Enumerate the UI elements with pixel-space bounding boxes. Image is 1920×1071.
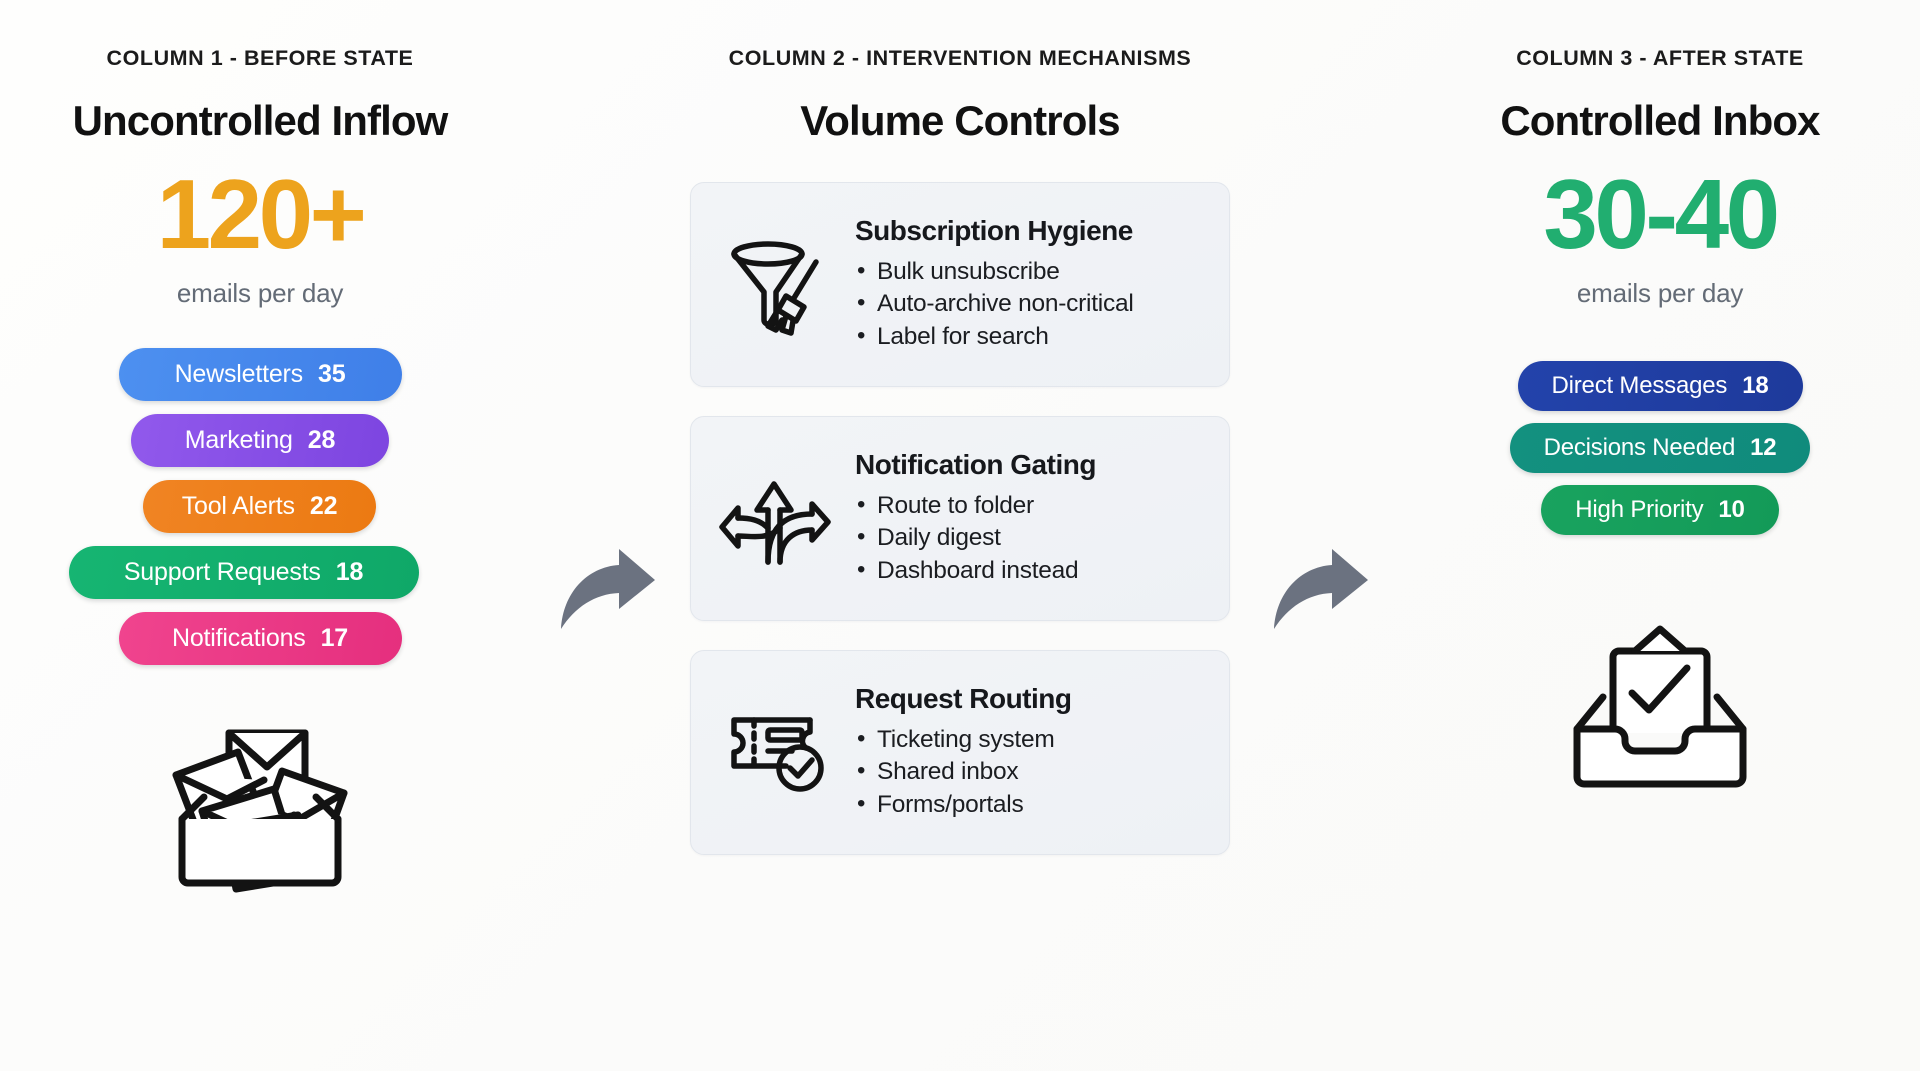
pill-label: Marketing [184, 425, 293, 454]
pill-value: 35 [317, 359, 346, 388]
card-3-bullet: Ticketing system [855, 723, 1205, 757]
pill-label: Support Requests [123, 557, 321, 586]
pill-notifications[interactable]: Notifications 17 [118, 611, 402, 665]
pill-value: 18 [1742, 371, 1769, 399]
card-3-icon-wrap [713, 708, 839, 796]
pill-support-requests[interactable]: Support Requests 18 [68, 545, 419, 599]
card-1-title: Subscription Hygiene [855, 214, 1133, 246]
card-3-bullet-list: Ticketing system Shared inbox Forms/port… [855, 723, 1205, 822]
card-3-bullet: Forms/portals [855, 788, 1205, 822]
card-2-body: Notification Gating Route to folder Dail… [855, 449, 1205, 588]
card-1-bullet: Auto-archive non-critical [855, 287, 1205, 321]
after-state-illustration [1569, 621, 1751, 791]
card-1-icon-wrap [713, 236, 839, 336]
pill-label: Newsletters [174, 359, 304, 388]
pill-tool-alerts[interactable]: Tool Alerts 22 [143, 479, 376, 533]
card-1-bullet: Bulk unsubscribe [855, 255, 1205, 289]
card-1-bullet-list: Bulk unsubscribe Auto-archive non-critic… [855, 255, 1205, 354]
card-3-body: Request Routing Ticketing system Shared … [855, 683, 1205, 822]
card-2-bullet: Route to folder [855, 489, 1205, 523]
card-2-bullet-list: Route to folder Daily digest Dashboard i… [855, 489, 1205, 588]
pill-label: Tool Alerts [181, 491, 295, 520]
pill-newsletters[interactable]: Newsletters 35 [118, 347, 402, 401]
funnel-broom-icon [731, 241, 819, 336]
pill-decisions-needed[interactable]: Decisions Needed 12 [1510, 422, 1810, 473]
column-2-kicker: COLUMN 2 - INTERVENTION MECHANISMS [728, 46, 1192, 70]
card-request-routing[interactable]: Request Routing Ticketing system Shared … [690, 649, 1230, 855]
card-subscription-hygiene[interactable]: Subscription Hygiene Bulk unsubscribe Au… [690, 181, 1230, 387]
column-3-stat-value: 30-40 [1543, 158, 1780, 269]
card-1-bullet: Label for search [855, 320, 1205, 354]
pill-value: 12 [1750, 433, 1777, 461]
pill-label: Direct Messages [1551, 371, 1728, 399]
ticket-check-icon [731, 717, 824, 792]
mechanism-card-list: Subscription Hygiene Bulk unsubscribe Au… [690, 181, 1230, 855]
column-2-title: Volume Controls [800, 96, 1120, 144]
pill-value: 28 [307, 425, 336, 454]
card-2-icon-wrap [713, 470, 839, 566]
tidy-inbox-check-icon [1573, 625, 1747, 788]
column-1-stat-value: 120+ [156, 158, 367, 269]
pill-high-priority[interactable]: High Priority 10 [1541, 484, 1779, 535]
column-1-title: Uncontrolled Inflow [72, 96, 449, 144]
pill-label: Notifications [172, 623, 306, 652]
card-3-title: Request Routing [855, 682, 1072, 714]
card-2-bullet: Dashboard instead [855, 554, 1205, 588]
column-3-stat-unit: emails per day [1576, 277, 1744, 308]
card-1-body: Subscription Hygiene Bulk unsubscribe Au… [855, 215, 1205, 354]
pill-value: 17 [320, 623, 349, 652]
column-1-kicker: COLUMN 1 - BEFORE STATE [106, 46, 414, 70]
column-1-stat-unit: emails per day [176, 277, 344, 308]
pill-value: 22 [309, 491, 338, 520]
three-way-arrow-icon [719, 481, 831, 565]
column-3-title: Controlled Inbox [1500, 96, 1820, 144]
after-category-pill-list: Direct Messages 18 Decisions Needed 12 H… [1400, 360, 1920, 535]
pill-label: High Priority [1575, 495, 1704, 523]
pill-value: 18 [335, 557, 364, 586]
column-intervention-mechanisms: COLUMN 2 - INTERVENTION MECHANISMS Volum… [650, 0, 1270, 855]
column-before-state: COLUMN 1 - BEFORE STATE Uncontrolled Inf… [0, 0, 520, 893]
card-2-bullet: Daily digest [855, 521, 1205, 555]
before-category-pill-list: Newsletters 35 Marketing 28 Tool Alerts … [0, 347, 520, 665]
card-3-bullet: Shared inbox [855, 755, 1205, 789]
overflowing-inbox-icon [172, 729, 348, 893]
pill-label: Decisions Needed [1543, 433, 1736, 461]
pill-value: 10 [1718, 495, 1745, 523]
before-state-illustration [162, 711, 358, 893]
card-2-title: Notification Gating [855, 448, 1096, 480]
column-3-kicker: COLUMN 3 - AFTER STATE [1516, 46, 1804, 70]
card-notification-gating[interactable]: Notification Gating Route to folder Dail… [690, 415, 1230, 621]
column-after-state: COLUMN 3 - AFTER STATE Controlled Inbox … [1400, 0, 1920, 791]
pill-marketing[interactable]: Marketing 28 [131, 413, 389, 467]
pill-direct-messages[interactable]: Direct Messages 18 [1517, 360, 1803, 411]
